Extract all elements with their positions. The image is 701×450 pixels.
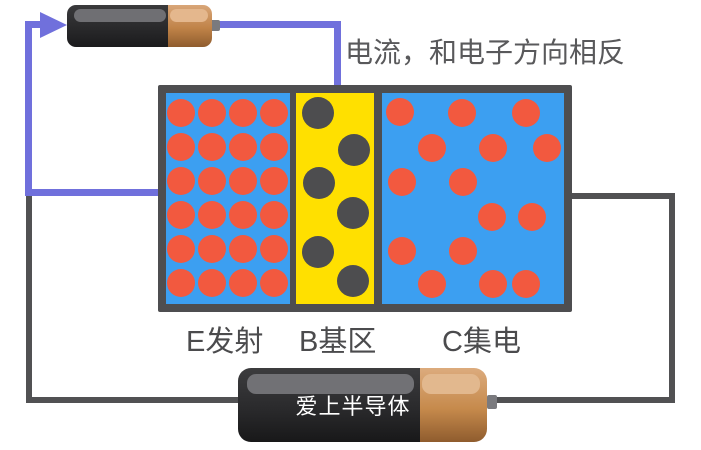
emitter-carrier-dot <box>167 235 195 263</box>
collector-carrier-dot <box>388 237 416 265</box>
emitter-label: E发射 <box>186 326 264 358</box>
collector-carrier-dot <box>386 98 414 126</box>
collector-carrier-dot <box>449 237 477 265</box>
collector-carrier-dot <box>448 99 476 127</box>
base-loop-wire-top-left <box>25 21 49 28</box>
collector-carrier-dot <box>478 203 506 231</box>
collector-carrier-dot <box>479 134 507 162</box>
emitter-carrier-dot <box>229 235 257 263</box>
emitter-carrier-dot <box>167 167 195 195</box>
collector-carrier-dot <box>512 99 540 127</box>
collector-carrier-dot <box>418 270 446 298</box>
base-carrier-dot <box>337 265 369 297</box>
battery-highlight <box>74 9 166 22</box>
emitter-carrier-dot <box>229 133 257 161</box>
emitter-carrier-dot <box>260 235 288 263</box>
emitter-carrier-dot <box>167 133 195 161</box>
collector-loop-wire-bottom-left <box>26 397 240 403</box>
base-carrier-dot <box>302 236 334 268</box>
emitter-carrier-dot <box>229 167 257 195</box>
collector-carrier-dot <box>533 134 561 162</box>
collector-label: C集电 <box>442 326 521 358</box>
base-carrier-dot <box>337 197 369 229</box>
base-carrier-dot <box>338 134 370 166</box>
collector-loop-wire-top-right <box>570 193 675 199</box>
collector-battery: 爱上半导体 <box>238 368 497 442</box>
emitter-carrier-dot <box>198 269 226 297</box>
emitter-carrier-dot <box>167 201 195 229</box>
battery-cap-highlight <box>170 9 208 22</box>
emitter-carrier-dot <box>260 167 288 195</box>
emitter-carrier-dot <box>260 201 288 229</box>
battery-highlight <box>247 374 414 394</box>
current-direction-note: 电流，和电子方向相反 <box>345 37 626 68</box>
base-loop-wire-left <box>25 21 32 196</box>
collector-carrier-dot <box>418 134 446 162</box>
collector-loop-wire-bottom-right <box>495 397 675 403</box>
emitter-carrier-dot <box>229 99 257 127</box>
emitter-carrier-dot <box>198 99 226 127</box>
battery-brand-text: 爱上半导体 <box>295 394 411 419</box>
battery-cap-highlight <box>422 374 480 394</box>
collector-loop-wire-left <box>26 196 32 403</box>
battery-terminal-nub <box>487 395 497 409</box>
emitter-region <box>166 93 290 304</box>
emitter-carrier-dot <box>260 99 288 127</box>
current-direction-arrow-icon <box>40 12 67 38</box>
collector-region <box>382 93 564 304</box>
base-loop-wire-top-right <box>208 21 341 28</box>
emitter-carrier-dot <box>198 133 226 161</box>
emitter-carrier-dot <box>198 201 226 229</box>
collector-carrier-dot <box>512 270 540 298</box>
base-carrier-dot <box>302 97 334 129</box>
collector-carrier-dot <box>449 168 477 196</box>
emitter-carrier-dot <box>229 269 257 297</box>
battery-terminal-nub <box>210 20 220 31</box>
emitter-carrier-dot <box>229 201 257 229</box>
emitter-carrier-dot <box>198 235 226 263</box>
base-label: B基区 <box>299 326 377 358</box>
transistor-box <box>158 85 572 312</box>
emitter-carrier-dot <box>167 269 195 297</box>
emitter-carrier-dot <box>167 99 195 127</box>
base-battery <box>67 5 220 47</box>
collector-loop-wire-right <box>669 193 675 403</box>
emitter-carrier-dot <box>260 133 288 161</box>
emitter-carrier-dot <box>198 167 226 195</box>
collector-carrier-dot <box>479 270 507 298</box>
collector-carrier-dot <box>388 168 416 196</box>
emitter-carrier-dot <box>260 269 288 297</box>
base-carrier-dot <box>303 167 335 199</box>
collector-carrier-dot <box>518 203 546 231</box>
